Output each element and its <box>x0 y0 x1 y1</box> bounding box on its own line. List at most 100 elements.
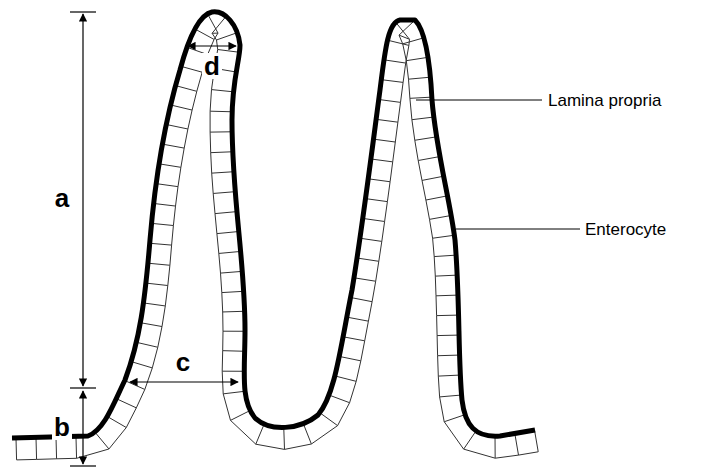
cell-wall <box>95 432 109 449</box>
cell-wall <box>415 137 437 140</box>
cell-wall <box>283 427 285 449</box>
cell-wall <box>215 212 237 214</box>
cell-wall <box>464 431 476 449</box>
cell-wall <box>376 119 398 122</box>
cell-wall <box>136 342 157 347</box>
cell-wall <box>75 436 77 458</box>
cell-wall <box>212 16 226 33</box>
cell-wall <box>223 331 245 332</box>
cell-wall <box>433 235 455 238</box>
cell-wall <box>223 311 245 313</box>
cell-wall <box>218 50 240 53</box>
cell-wall <box>152 223 174 225</box>
cell-wall <box>320 413 338 426</box>
cell-wall <box>217 232 239 234</box>
cell-wall <box>371 159 393 162</box>
cell-wall <box>354 278 376 281</box>
structure-label: Lamina propria <box>548 92 661 109</box>
cell-wall <box>360 238 382 241</box>
cell-wall <box>535 430 539 452</box>
cell-wall <box>148 263 170 265</box>
cell-wall <box>220 271 242 273</box>
cell-wall <box>303 424 311 444</box>
cell-wall <box>409 77 431 79</box>
cell-wall <box>403 38 424 44</box>
cell-wall <box>436 295 458 297</box>
cell-wall <box>430 215 452 219</box>
dimension-letter: d <box>202 53 222 79</box>
epithelial-surface <box>12 12 535 438</box>
cell-wall <box>223 350 245 352</box>
cell-wall <box>379 99 401 102</box>
cell-wall <box>222 371 244 372</box>
cell-wall <box>222 291 244 292</box>
leader-line <box>416 100 542 101</box>
cell-wall <box>418 157 440 161</box>
cell-wall <box>438 355 460 357</box>
cell-wall <box>422 176 444 180</box>
dimension-letter: a <box>53 185 71 211</box>
cell-wall <box>15 438 17 460</box>
dimension-tick <box>70 387 96 388</box>
cell-wall <box>210 111 232 113</box>
cell-wall <box>426 196 448 200</box>
dimension-line <box>130 381 238 382</box>
cell-wall <box>163 144 185 148</box>
cell-wall <box>437 335 459 337</box>
cell-wall <box>195 29 214 40</box>
cell-wall <box>366 199 388 202</box>
cell-wall <box>515 433 519 455</box>
cell-wall <box>213 192 235 194</box>
cell-wall <box>347 317 369 321</box>
cell-wall <box>231 410 251 420</box>
cell-wall <box>438 375 460 376</box>
cell-wall <box>343 337 365 341</box>
cell-wall <box>339 356 361 360</box>
cell-wall <box>159 164 181 167</box>
cell-wall <box>351 297 373 301</box>
cell-wall <box>216 33 237 40</box>
cell-wall <box>329 395 350 403</box>
cell-wall <box>181 66 202 72</box>
cell-wall <box>256 424 264 444</box>
cell-wall <box>210 131 232 132</box>
cell-wall <box>384 60 406 63</box>
cell-wall <box>223 391 245 394</box>
cell-wall <box>156 184 178 187</box>
structure-label: Enterocyte <box>585 221 666 238</box>
cell-wall <box>212 172 234 173</box>
cell-wall <box>211 151 233 153</box>
cell-wall <box>176 86 197 92</box>
cell-wall <box>107 416 126 427</box>
cell-wall <box>154 203 176 206</box>
cell-wall <box>140 323 162 327</box>
cell-wall <box>171 105 192 110</box>
cell-wall <box>116 399 136 408</box>
cell-wall <box>335 376 356 381</box>
cell-wall <box>406 57 428 60</box>
cell-wall <box>208 14 218 33</box>
dimension-line <box>82 391 83 464</box>
cell-wall <box>150 243 172 245</box>
cell-wall <box>212 90 234 92</box>
dimension-line <box>188 45 236 46</box>
cell-wall <box>55 437 57 459</box>
dimension-letter: b <box>52 414 72 440</box>
cell-wall <box>435 275 457 276</box>
cell-wall <box>35 437 37 459</box>
cell-wall <box>440 395 462 397</box>
cell-wall <box>434 255 456 256</box>
leader-line <box>456 229 580 230</box>
cell-wall <box>368 179 390 182</box>
cell-wall <box>143 303 165 306</box>
cell-wall <box>410 97 432 98</box>
cell-wall <box>146 283 168 285</box>
cell-wall <box>374 139 396 142</box>
cell-wall <box>412 117 434 120</box>
cell-wall <box>363 218 385 221</box>
cell-wall <box>444 415 465 422</box>
dimension-letter: c <box>174 349 192 375</box>
cell-wall <box>437 315 459 317</box>
cell-wall <box>166 125 188 129</box>
